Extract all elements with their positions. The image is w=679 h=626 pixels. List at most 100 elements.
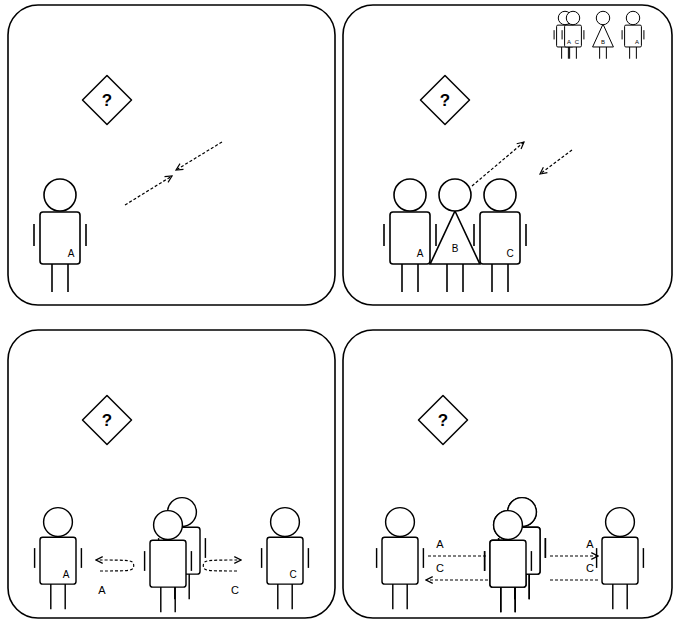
- figure-arm: [85, 224, 87, 246]
- figure-body: [490, 540, 526, 587]
- figure-arm: [484, 551, 485, 571]
- figure-head: [386, 508, 415, 537]
- dashed-arrow: [540, 150, 572, 174]
- arrow-label: C: [230, 585, 240, 596]
- figure-leg: [277, 584, 278, 609]
- decision-diamond: ?: [81, 74, 133, 126]
- figure-leg: [514, 587, 515, 612]
- figure-arm: [554, 30, 555, 39]
- figure-letter: A: [67, 249, 76, 259]
- figure-leg: [528, 574, 529, 599]
- figure-arm: [525, 224, 527, 246]
- figure-body: [480, 212, 520, 264]
- figure-arm: [144, 551, 145, 571]
- figure-leg: [629, 47, 630, 59]
- figure-body: [390, 212, 430, 264]
- person-figure: [593, 11, 614, 58]
- figure-leg: [392, 584, 393, 609]
- figure-body: [150, 540, 186, 587]
- decision-diamond: ?: [81, 394, 133, 446]
- figure-body: [565, 25, 582, 47]
- figure-body: [602, 537, 638, 584]
- person-figure: [485, 511, 532, 613]
- node-text: ?: [102, 412, 112, 429]
- dashed-arrow: [203, 560, 241, 571]
- figure-leg: [626, 584, 627, 609]
- dashed-arrow: [96, 560, 134, 571]
- figure-leg: [50, 584, 51, 609]
- figure-leg: [599, 47, 600, 59]
- figure-letter: C: [288, 570, 297, 580]
- figure-arm: [383, 224, 385, 246]
- figure-letter: C: [574, 39, 580, 45]
- figure-arm: [622, 30, 623, 39]
- figure-letter: A: [62, 570, 71, 580]
- figure-arm: [583, 30, 584, 39]
- figure-letter: B: [600, 39, 606, 45]
- dashed-arrow: [426, 579, 488, 580]
- figure-leg: [417, 264, 419, 292]
- figure-leg: [291, 584, 292, 609]
- person-figure: [474, 179, 526, 292]
- figure-arm: [308, 548, 309, 568]
- figure-body: [430, 211, 480, 264]
- dashed-arrow: [550, 555, 598, 556]
- figure-leg: [160, 587, 161, 612]
- figure-body: [490, 540, 526, 587]
- figure-leg: [462, 264, 464, 292]
- figure-leg: [67, 264, 69, 292]
- figure-letter: A: [566, 39, 572, 45]
- figure-leg: [528, 574, 529, 599]
- person-figure: [597, 508, 644, 610]
- figure-arm: [562, 30, 563, 39]
- node-text: ?: [102, 92, 112, 109]
- person-figure: [262, 508, 309, 610]
- person-figure: [622, 11, 644, 58]
- figure-head: [394, 179, 426, 211]
- figure-head: [596, 11, 609, 24]
- figure-arm: [596, 548, 597, 568]
- figure-leg: [514, 587, 515, 612]
- figure-arm: [531, 551, 532, 571]
- figure-leg: [500, 587, 501, 612]
- panel-frame: [343, 330, 672, 618]
- dashed-arrow: [550, 579, 598, 580]
- figure-arm: [33, 224, 35, 246]
- figure-letter: A: [416, 249, 425, 259]
- figure-arm: [545, 538, 546, 558]
- figure-head: [566, 11, 579, 24]
- figure-leg: [576, 47, 577, 59]
- figure-head: [626, 11, 639, 24]
- figure-arm: [191, 551, 192, 571]
- figure-head: [494, 511, 523, 540]
- node-text: ?: [438, 412, 448, 429]
- diamond-shape: [83, 76, 132, 125]
- figure-body: [593, 24, 614, 47]
- arrow-label: C: [585, 563, 595, 574]
- figure-leg: [606, 47, 607, 59]
- figure-body: [40, 212, 80, 264]
- figure-leg: [51, 264, 53, 292]
- decision-diamond: ?: [419, 74, 471, 126]
- figure-body: [382, 537, 418, 584]
- figure-arm: [81, 548, 82, 568]
- figure-arm: [261, 548, 262, 568]
- node-text: ?: [440, 92, 450, 109]
- figure-leg: [569, 47, 570, 59]
- figure-arm: [531, 551, 532, 571]
- figure-leg: [500, 587, 501, 612]
- figure-head: [44, 508, 73, 537]
- figure-leg: [401, 264, 403, 292]
- figure-head: [606, 508, 635, 537]
- figure-arm: [484, 551, 485, 571]
- figure-arm: [643, 548, 644, 568]
- arrow-label: A: [585, 539, 594, 550]
- decision-diamond: ?: [417, 394, 469, 446]
- person-figure: [377, 508, 424, 610]
- diamond-shape: [419, 396, 468, 445]
- figure-head: [44, 179, 76, 211]
- person-figure: [562, 11, 584, 58]
- figure-letter: B: [451, 244, 460, 254]
- figure-body: [40, 537, 76, 584]
